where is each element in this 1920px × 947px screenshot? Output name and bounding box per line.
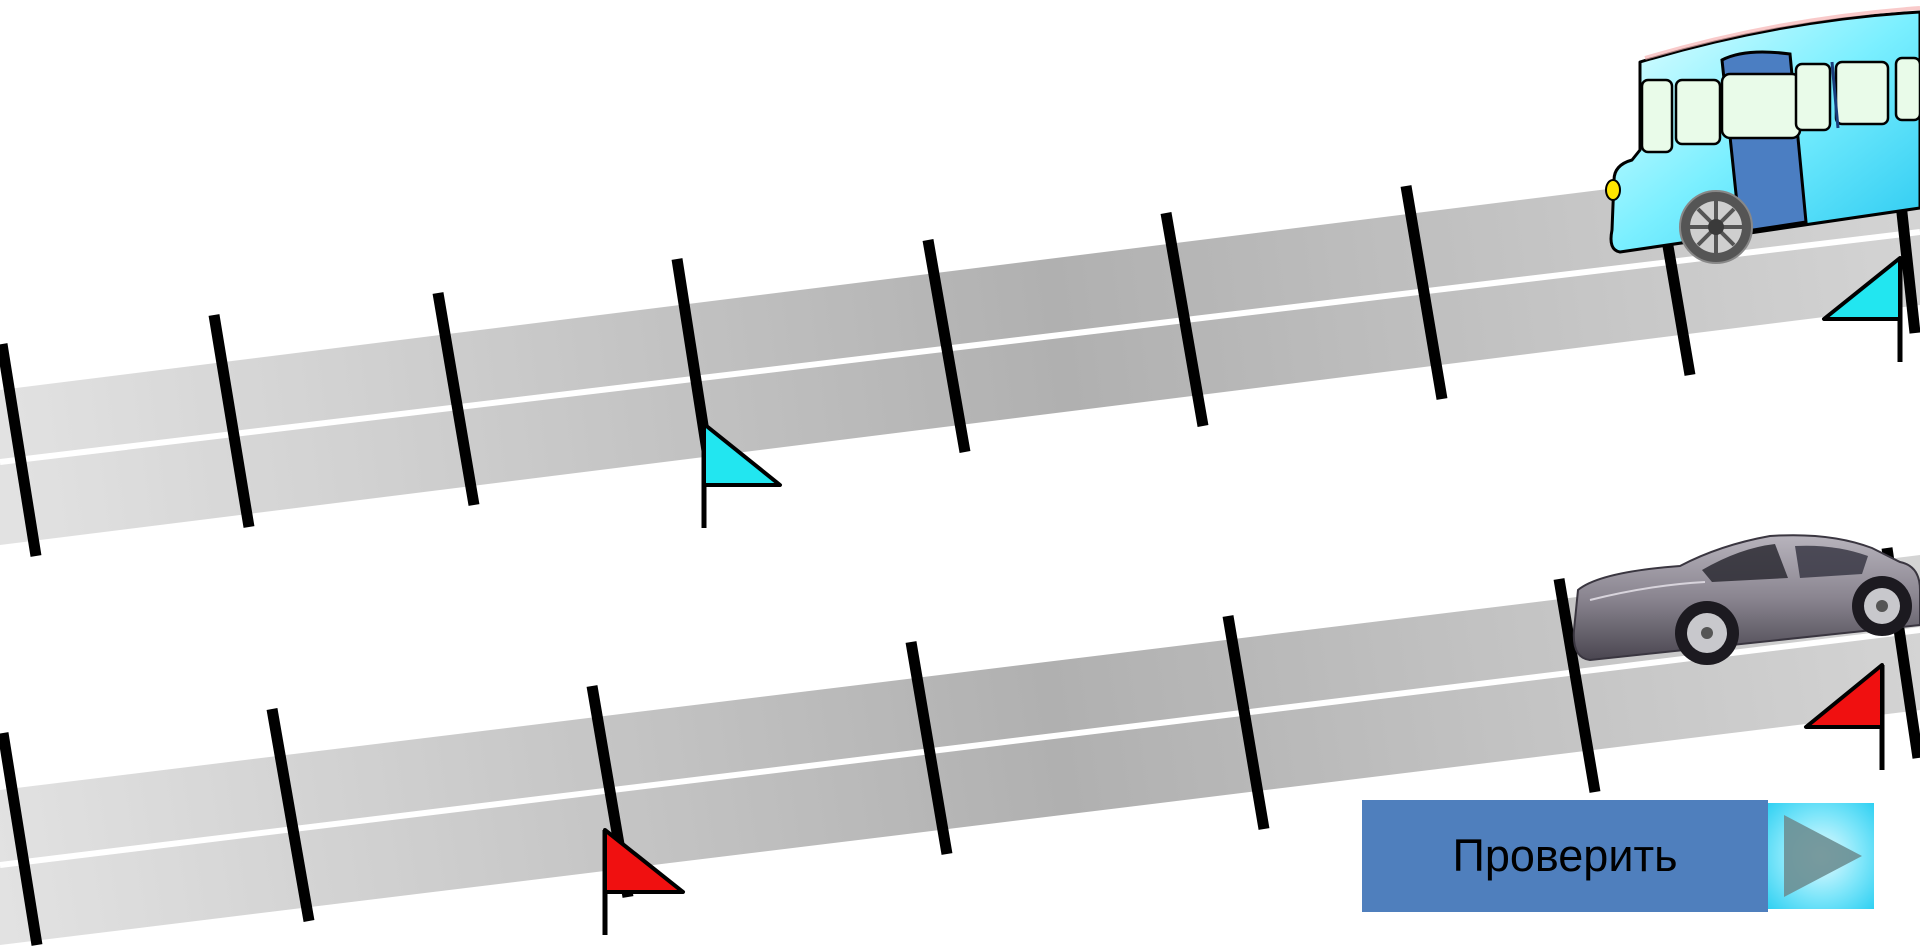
lane-2-ticks (0, 547, 1920, 946)
tick-mark (1222, 615, 1270, 830)
car-wheel-icon (1852, 576, 1912, 636)
tick-mark (905, 641, 953, 855)
road-lane-1 (0, 150, 1920, 545)
bus-wheel-icon (1679, 190, 1753, 264)
tick-mark (0, 343, 42, 557)
road-lane-2 (0, 555, 1920, 945)
tick-mark (1400, 185, 1448, 400)
check-button[interactable]: Проверить (1362, 800, 1768, 912)
tick-mark (208, 314, 255, 528)
tick-mark (1160, 212, 1209, 427)
next-button[interactable] (1768, 803, 1874, 909)
bus-icon[interactable] (1605, 6, 1920, 264)
tick-mark (1553, 578, 1601, 793)
red-flag-icon[interactable] (602, 828, 685, 935)
cyan-flag-icon[interactable] (701, 422, 782, 528)
tick-mark (922, 239, 971, 453)
tick-mark (266, 708, 315, 922)
car-wheel-icon (1675, 601, 1739, 665)
cyan-flag-icon[interactable] (1822, 256, 1903, 362)
check-button-label: Проверить (1452, 830, 1678, 881)
red-flag-icon[interactable] (1804, 663, 1885, 770)
car-icon[interactable] (1572, 534, 1920, 665)
play-arrow-icon (1784, 815, 1862, 897)
tick-mark (0, 732, 43, 946)
tick-mark (432, 292, 480, 506)
